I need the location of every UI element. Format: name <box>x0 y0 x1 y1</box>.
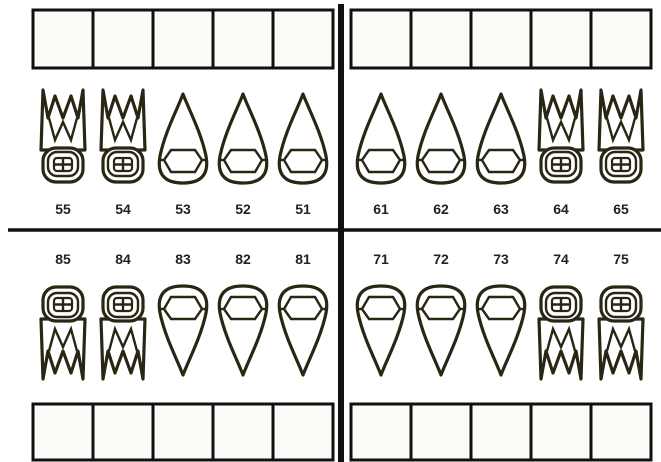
tooth-number-82: 82 <box>235 251 251 267</box>
tooth-65[interactable] <box>599 90 643 182</box>
top-box-62[interactable] <box>411 10 471 68</box>
bottom-box-83[interactable] <box>153 404 213 460</box>
tooth-52[interactable] <box>219 94 267 183</box>
bottom-box-82[interactable] <box>213 404 273 460</box>
bottom-box-84[interactable] <box>93 404 153 460</box>
tooth-84[interactable] <box>101 287 145 379</box>
tooth-64[interactable] <box>539 90 583 182</box>
tooth-number-61: 61 <box>373 201 389 217</box>
tooth-51[interactable] <box>279 94 327 183</box>
top-box-54[interactable] <box>93 10 153 68</box>
tooth-53[interactable] <box>159 94 207 183</box>
bottom-box-81[interactable] <box>273 404 333 460</box>
tooth-83[interactable] <box>159 286 207 375</box>
bottom-box-72[interactable] <box>411 404 471 460</box>
tooth-75[interactable] <box>599 287 643 379</box>
tooth-82[interactable] <box>219 286 267 375</box>
tooth-number-74: 74 <box>553 251 569 267</box>
tooth-62[interactable] <box>417 94 465 183</box>
tooth-number-54: 54 <box>115 201 131 217</box>
tooth-number-75: 75 <box>613 251 629 267</box>
tooth-number-63: 63 <box>493 201 509 217</box>
tooth-73[interactable] <box>477 286 525 375</box>
tooth-number-65: 65 <box>613 201 629 217</box>
tooth-number-72: 72 <box>433 251 449 267</box>
top-box-63[interactable] <box>471 10 531 68</box>
tooth-72[interactable] <box>417 286 465 375</box>
tooth-54[interactable] <box>101 90 145 182</box>
tooth-number-81: 81 <box>295 251 311 267</box>
tooth-number-85: 85 <box>55 251 71 267</box>
tooth-74[interactable] <box>539 287 583 379</box>
tooth-number-53: 53 <box>175 201 191 217</box>
tooth-61[interactable] <box>357 94 405 183</box>
tooth-number-55: 55 <box>55 201 71 217</box>
top-box-53[interactable] <box>153 10 213 68</box>
top-box-61[interactable] <box>351 10 411 68</box>
top-box-55[interactable] <box>33 10 93 68</box>
tooth-number-64: 64 <box>553 201 569 217</box>
tooth-85[interactable] <box>41 287 85 379</box>
tooth-number-84: 84 <box>115 251 131 267</box>
tooth-number-83: 83 <box>175 251 191 267</box>
tooth-number-73: 73 <box>493 251 509 267</box>
bottom-box-75[interactable] <box>591 404 651 460</box>
bottom-box-71[interactable] <box>351 404 411 460</box>
tooth-63[interactable] <box>477 94 525 183</box>
bottom-box-73[interactable] <box>471 404 531 460</box>
tooth-71[interactable] <box>357 286 405 375</box>
top-box-65[interactable] <box>591 10 651 68</box>
tooth-81[interactable] <box>279 286 327 375</box>
tooth-number-52: 52 <box>235 201 251 217</box>
bottom-box-85[interactable] <box>33 404 93 460</box>
tooth-number-51: 51 <box>295 201 311 217</box>
tooth-number-71: 71 <box>373 251 389 267</box>
top-box-51[interactable] <box>273 10 333 68</box>
bottom-box-74[interactable] <box>531 404 591 460</box>
tooth-55[interactable] <box>41 90 85 182</box>
top-box-52[interactable] <box>213 10 273 68</box>
top-box-64[interactable] <box>531 10 591 68</box>
tooth-number-62: 62 <box>433 201 449 217</box>
